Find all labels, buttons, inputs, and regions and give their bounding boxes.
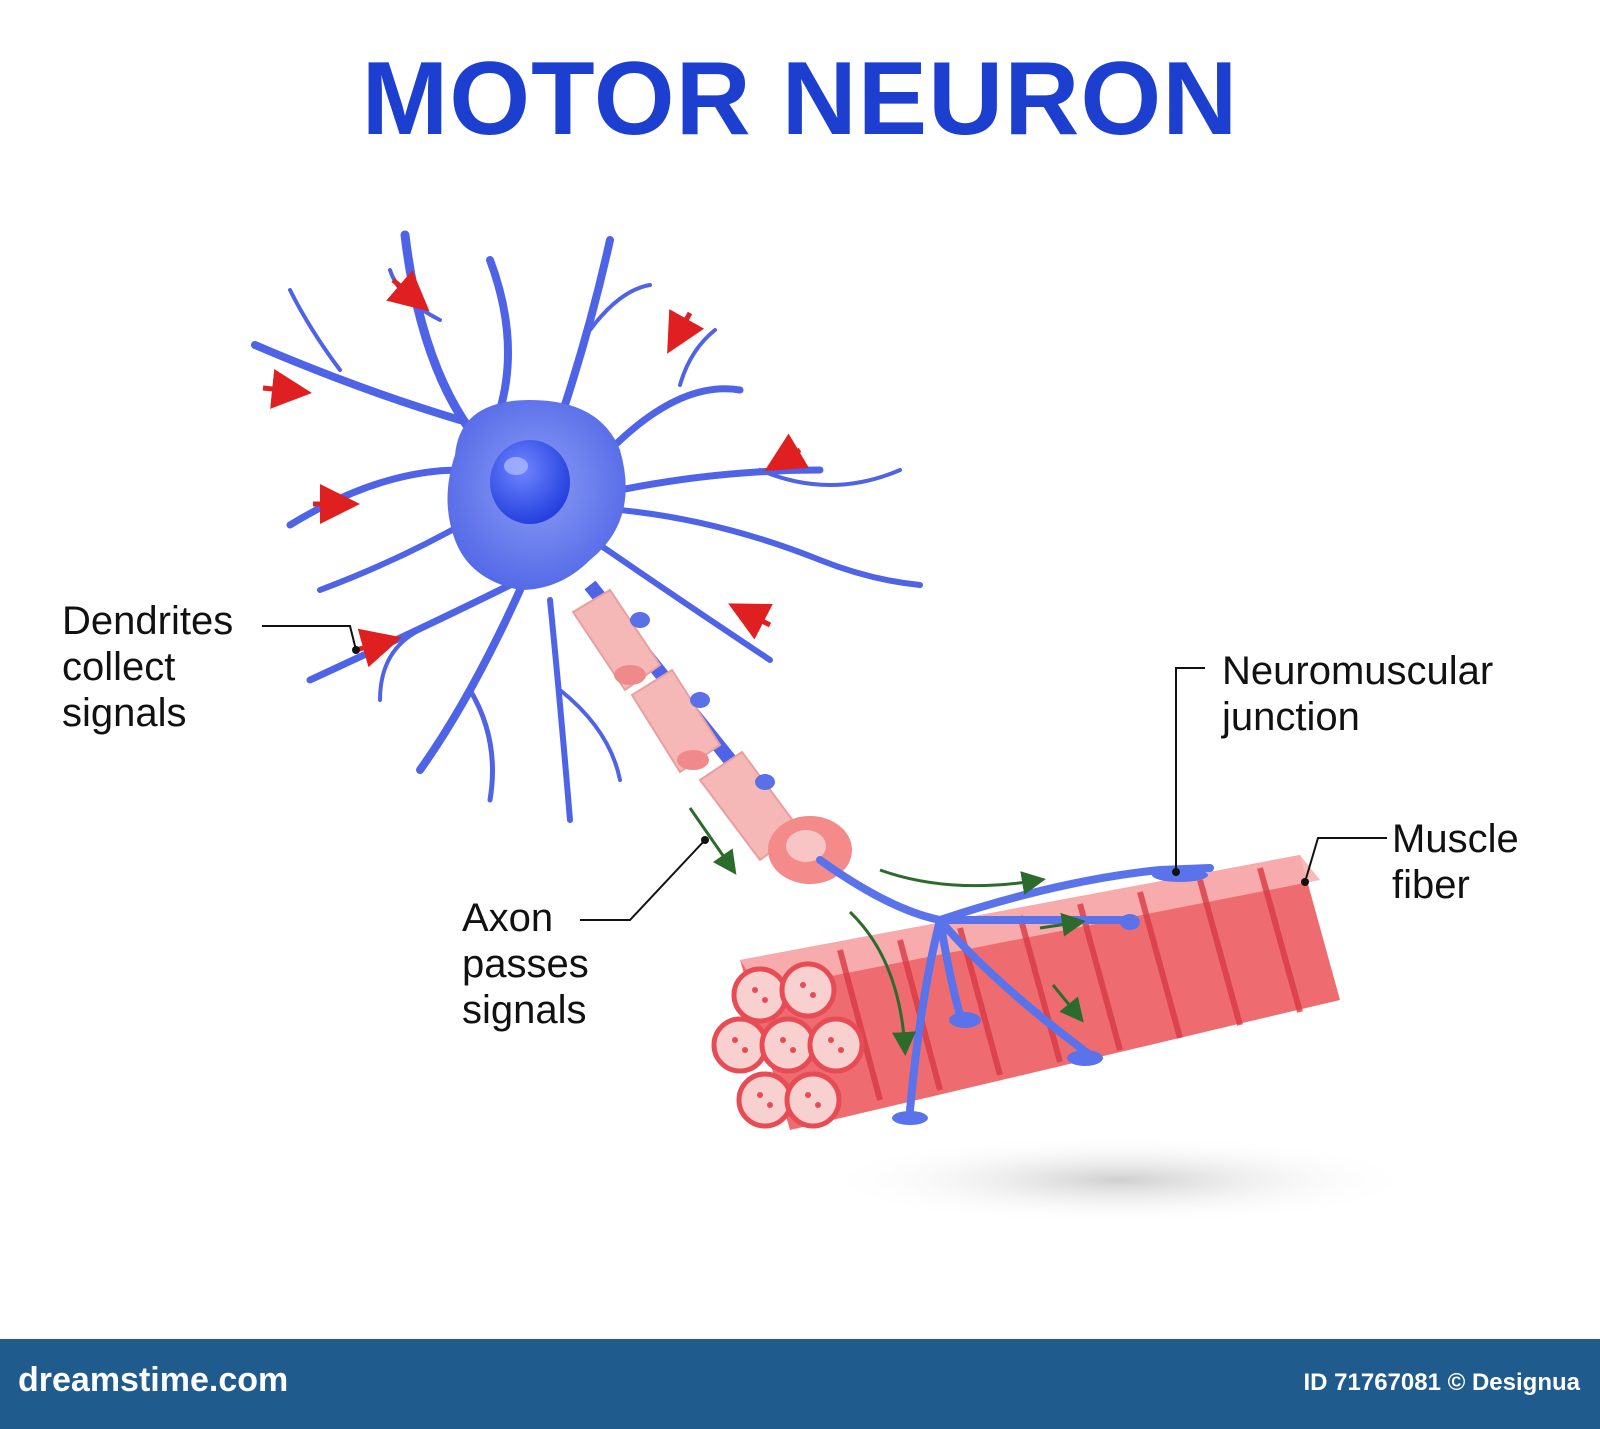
motor-neuron-diagram (251, 230, 1420, 1225)
axon-label: Axon passes signals (462, 896, 589, 1032)
callout-dots (352, 646, 1309, 886)
cell-body (447, 400, 626, 590)
synaptic-end-plates (892, 868, 1208, 1125)
dreamstime-logo: dreamstime.com (18, 1361, 289, 1399)
callout-lines (262, 625, 1387, 921)
image-id-text: ID 71767081 © Designua (1303, 1369, 1581, 1396)
muscle-fiber-label: Muscle fiber (1392, 817, 1519, 907)
neuromuscular-junction-label: Neuromuscular junction (1222, 649, 1494, 739)
input-signal-arrows (262, 270, 810, 668)
nucleus (490, 440, 570, 524)
muscle-shadow (820, 1135, 1420, 1225)
signal-direction-arrows (688, 807, 1086, 1056)
footer-bar: dreamstime.com ID 71767081 © Designua (0, 1339, 1600, 1429)
axon-terminals (816, 856, 1214, 1114)
diagram-title: MOTOR NEURON (361, 41, 1239, 157)
muscle-fiber-ends (711, 961, 865, 1129)
dendrites-label: Dendrites collect signals (62, 599, 234, 735)
